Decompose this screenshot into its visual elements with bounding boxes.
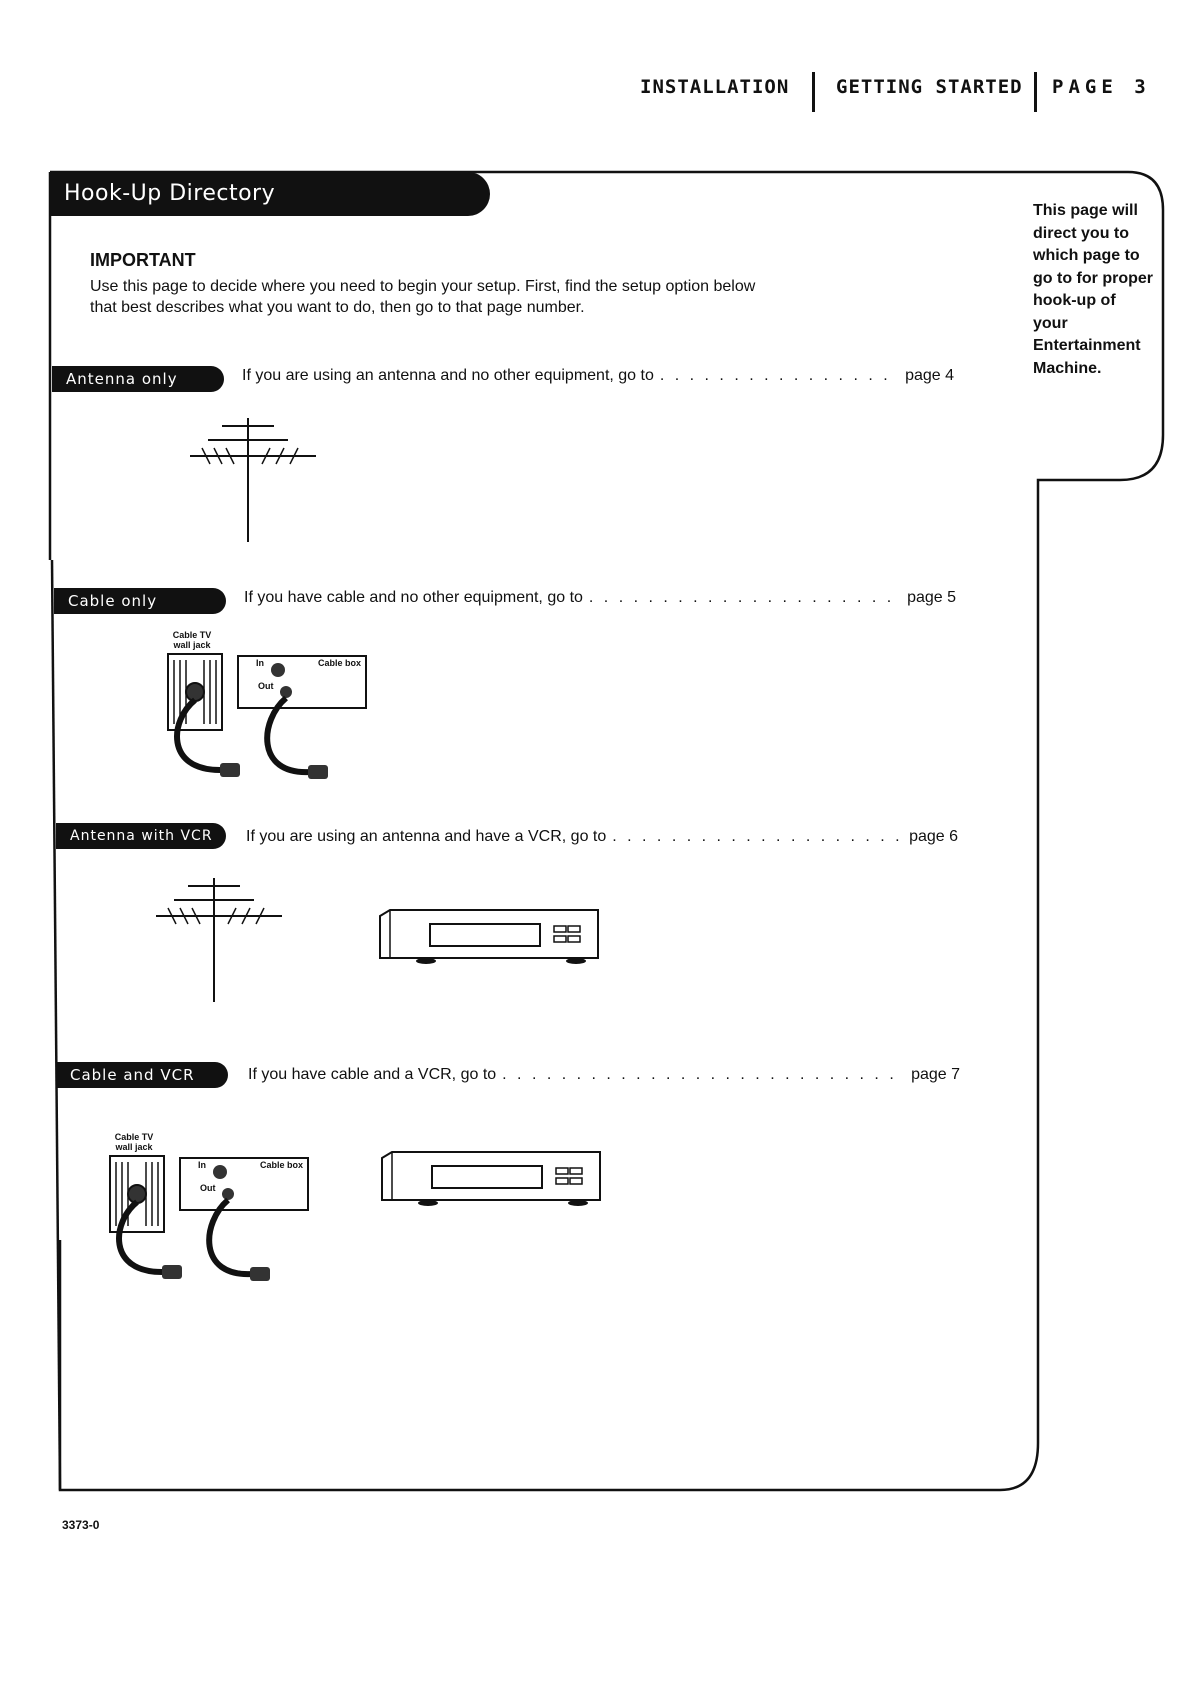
- section-label-cable-and-vcr: Cable and VCR: [56, 1062, 228, 1088]
- header-page-label: PAGE 3: [1052, 76, 1151, 98]
- out-port-label: Out: [258, 681, 274, 691]
- header-section: INSTALLATION: [640, 76, 790, 98]
- cable-box-label: Cable box: [318, 658, 362, 668]
- section-page-link[interactable]: page 5: [907, 589, 956, 606]
- section-label-antenna-only: Antenna only: [52, 366, 224, 392]
- section-text: If you are using an antenna and have a V…: [246, 828, 607, 845]
- wall-jack-label: Cable TV wall jack: [172, 630, 212, 650]
- header-divider: [1034, 72, 1037, 112]
- section-page-link[interactable]: page 6: [909, 828, 958, 845]
- page-title: Hook-Up Directory: [50, 172, 490, 216]
- section-row-cable-only[interactable]: If you have cable and no other equipment…: [244, 589, 956, 607]
- in-port-label: In: [198, 1160, 206, 1170]
- document-code: 3373-0: [62, 1518, 100, 1532]
- cable-box-label: Cable box: [260, 1160, 304, 1170]
- section-page-link[interactable]: page 7: [911, 1066, 960, 1083]
- important-heading: IMPORTANT: [90, 250, 196, 270]
- dot-leader: [502, 1066, 905, 1084]
- antenna-icon: [190, 418, 316, 542]
- section-row-cable-and-vcr[interactable]: If you have cable and a VCR, go to page …: [248, 1066, 960, 1084]
- dot-leader: [660, 367, 899, 385]
- cable-hookup-illustration: [109, 1155, 309, 1281]
- vcr-icon: [379, 909, 599, 964]
- section-row-antenna-only[interactable]: If you are using an antenna and no other…: [242, 367, 954, 385]
- antenna-icon: [156, 878, 282, 1002]
- section-row-antenna-with-vcr[interactable]: If you are using an antenna and have a V…: [246, 828, 958, 846]
- in-port-label: In: [256, 658, 264, 668]
- sidebar-note: This page will direct you to which page …: [1033, 202, 1153, 377]
- dot-leader: [612, 828, 903, 846]
- section-label-antenna-with-vcr: Antenna with VCR: [56, 823, 226, 849]
- vcr-icon: [381, 1151, 601, 1206]
- section-page-link[interactable]: page 4: [905, 367, 954, 384]
- section-label-cable-only: Cable only: [54, 588, 226, 614]
- header-divider: [812, 72, 815, 112]
- wall-jack-label: Cable TV wall jack: [114, 1132, 154, 1152]
- section-text: If you are using an antenna and no other…: [242, 367, 654, 384]
- cable-hookup-illustration: [167, 653, 367, 779]
- out-port-label: Out: [200, 1183, 216, 1193]
- section-text: If you have cable and no other equipment…: [244, 589, 583, 606]
- section-text: If you have cable and a VCR, go to: [248, 1066, 497, 1083]
- header-subsection: GETTING STARTED: [836, 76, 1023, 98]
- dot-leader: [589, 589, 901, 607]
- important-body: Use this page to decide where you need t…: [90, 278, 756, 316]
